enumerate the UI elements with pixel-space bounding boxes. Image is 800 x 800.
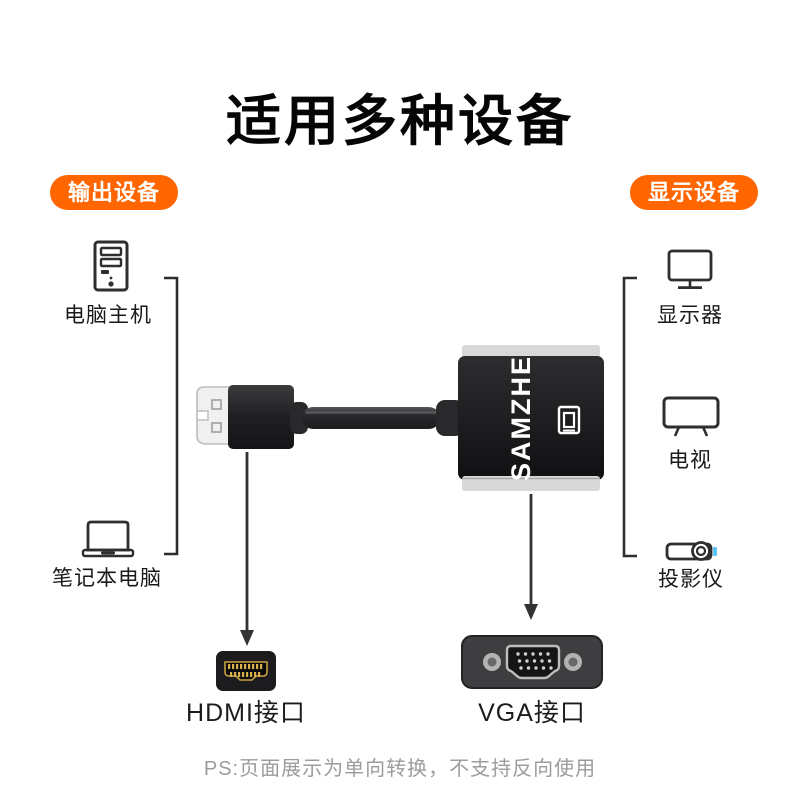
left-group-bracket: [164, 276, 179, 556]
laptop-icon: [81, 520, 135, 558]
desktop-tower-icon: [93, 240, 129, 292]
projector-label: 投影仪: [658, 568, 724, 591]
footnote: PS:页面展示为单向转换，不支持反向使用: [203, 758, 597, 780]
brand-monitor-logo: [557, 405, 581, 435]
projector-icon: [665, 541, 717, 561]
hdmi-port-icon: [216, 651, 276, 691]
hdmi-to-vga-adapter: SAMZHE: [196, 345, 604, 491]
adapter-body: SAMZHE: [458, 345, 604, 491]
brand-text: SAMZHE: [506, 355, 536, 481]
right-group-bracket: [622, 276, 637, 558]
page-title: 适用多种设备: [225, 90, 574, 152]
monitor-label: 显示器: [657, 304, 723, 327]
tv-label: 电视: [668, 449, 712, 472]
display-devices-badge: 显示设备: [630, 175, 759, 210]
monitor-icon: [667, 249, 713, 289]
vga-arrow-down: [524, 494, 538, 620]
vga-port-label: VGA接口: [478, 699, 586, 727]
hdmi-port-label: HDMI接口: [186, 699, 306, 727]
tv-icon: [662, 396, 720, 437]
vga-port-icon: [461, 635, 603, 689]
adapter-cable: [302, 407, 440, 429]
laptop-label: 笔记本电脑: [52, 567, 162, 590]
hdmi-arrow-down: [240, 452, 254, 646]
hdmi-plug-tip: [196, 386, 232, 445]
desktop-tower-label: 电脑主机: [64, 304, 152, 327]
hdmi-plug-shell: [228, 385, 294, 449]
output-devices-badge: 输出设备: [50, 175, 179, 210]
